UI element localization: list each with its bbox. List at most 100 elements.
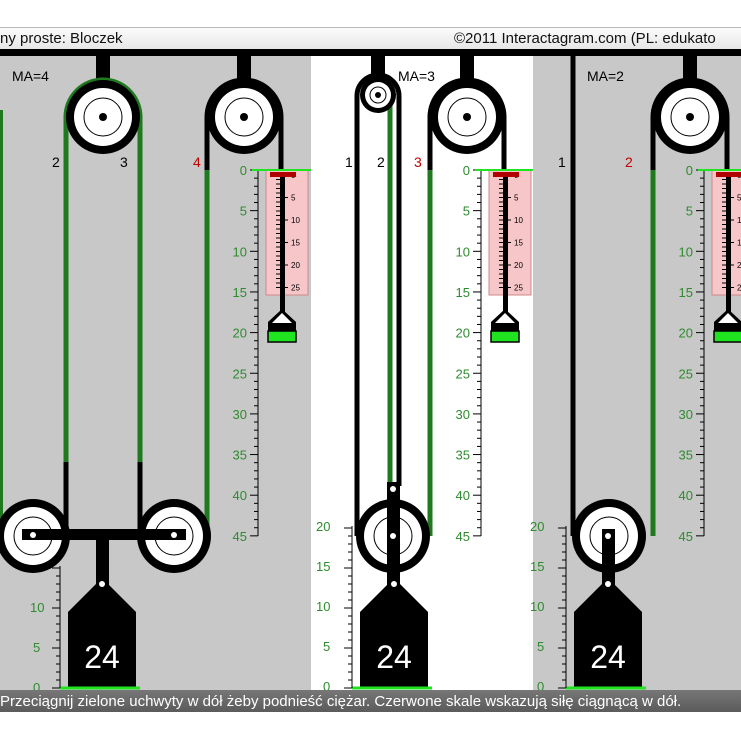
- pull-scale-label: 25: [456, 366, 470, 381]
- pull-handle[interactable]: [267, 330, 297, 343]
- pull-scale-label: 35: [233, 448, 247, 463]
- ceiling-beam: [0, 49, 741, 56]
- panel-ma2-label: MA=2: [587, 68, 624, 84]
- panel-ma3-background: [311, 56, 533, 690]
- lift-scale-label: 5: [537, 639, 544, 654]
- panel-ma2-background: [533, 56, 741, 690]
- pull-handle[interactable]: [490, 330, 520, 343]
- bottom-strip: [0, 712, 741, 741]
- weight-value: 24: [376, 639, 412, 675]
- pull-scale-label: 10: [456, 244, 470, 259]
- pulley-wheel: [207, 80, 281, 154]
- spring-indicator: [716, 172, 741, 177]
- rope-number: 3: [120, 154, 128, 170]
- rope-number: 3: [414, 154, 422, 170]
- rope-number: 4: [193, 154, 201, 170]
- lift-scale: [344, 526, 353, 689]
- pull-scale-label: 10: [679, 244, 693, 259]
- spring-scale-label: 25: [514, 284, 523, 293]
- spring-scale-label: 20: [737, 261, 741, 270]
- weight-hanger: [96, 529, 109, 585]
- instruction-bar: Przeciągnij zielone uchwyty w dół żeby p…: [0, 690, 741, 712]
- pull-scale-label: 20: [679, 326, 693, 341]
- pulley-wheel: [653, 80, 727, 154]
- lift-scale: [52, 566, 61, 689]
- weight-hanger: [602, 529, 615, 585]
- title-bar: ny proste: Bloczek ©2011 Interactagram.c…: [0, 27, 741, 50]
- weight-block: [68, 578, 136, 688]
- rope-number: 2: [52, 154, 60, 170]
- pulley-stage: MA=4: [0, 56, 741, 690]
- lift-scale-label: 10: [316, 599, 330, 614]
- spring-indicator: [493, 172, 519, 177]
- panel-ma4-background: [0, 56, 311, 690]
- pull-scale-label: 25: [679, 366, 693, 381]
- lift-scale-label: 0: [537, 679, 544, 690]
- pull-scale-label: 15: [233, 285, 247, 300]
- spring-scale-label: 15: [291, 239, 300, 248]
- instruction-text: Przeciągnij zielone uchwyty w dół żeby p…: [0, 693, 682, 710]
- rope-number: 2: [625, 154, 633, 170]
- pull-scale-label: 45: [456, 529, 470, 544]
- lift-scale-label: 10: [30, 600, 44, 615]
- pull-scale-label: 40: [233, 488, 247, 503]
- spring-scale: [488, 169, 532, 296]
- panel-ma4-label: MA=4: [12, 68, 49, 84]
- weight-value: 24: [84, 639, 120, 675]
- spring-indicator: [270, 172, 296, 177]
- pull-scale-label: 20: [456, 326, 470, 341]
- panel-ma2: MA=2 1 2 24 20 15 10 5 0: [530, 56, 741, 690]
- spring-scale-label: 5: [291, 194, 296, 203]
- spring-scale-label: 5: [737, 194, 741, 203]
- spring-scale-label: 5: [514, 194, 519, 203]
- spring-scale-label: 15: [737, 239, 741, 248]
- spring-rod: [503, 172, 508, 312]
- lift-scale-label: 15: [530, 559, 544, 574]
- lift-scale-label: 20: [316, 519, 330, 534]
- spring-scale-label: 15: [514, 239, 523, 248]
- pull-scale-label: 40: [679, 488, 693, 503]
- rope-number: 1: [558, 154, 566, 170]
- pulley-wheel: [360, 77, 396, 113]
- pull-scale-label: 15: [679, 285, 693, 300]
- spring-scale-label: 20: [291, 261, 300, 270]
- panel-ma3: MA=3 1 2 3: [316, 56, 533, 690]
- pull-scale-label: 30: [679, 407, 693, 422]
- pull-scale-label: 30: [233, 407, 247, 422]
- pull-scale-label: 5: [686, 204, 693, 219]
- rope-number: 2: [377, 154, 385, 170]
- lift-scale: [558, 526, 567, 689]
- app-title: ny proste: Bloczek: [0, 30, 123, 47]
- spring-scale-label: 20: [514, 261, 523, 270]
- spring-scale-label: 10: [737, 216, 741, 225]
- rope-number: 1: [345, 154, 353, 170]
- spring-rod: [280, 172, 285, 312]
- pull-scale-label: 45: [679, 529, 693, 544]
- panel-ma3-label: MA=3: [398, 68, 435, 84]
- panel-ma4: MA=4: [0, 56, 311, 690]
- pull-handle[interactable]: [713, 330, 741, 343]
- pull-scale-label: 40: [456, 488, 470, 503]
- pull-scale-label: 35: [679, 448, 693, 463]
- pull-scale-label: 0: [463, 163, 470, 178]
- spring-scale-label: 10: [514, 216, 523, 225]
- pull-scale-label: 20: [233, 326, 247, 341]
- pulley-wheel: [66, 80, 140, 154]
- pull-scale-label: 25: [233, 366, 247, 381]
- spring-scale: [265, 169, 309, 296]
- pull-scale-label: 0: [240, 163, 247, 178]
- copyright-label: ©2011 Interactagram.com (PL: edukato: [454, 30, 716, 47]
- rope-segment: [354, 72, 402, 536]
- pull-scale-label: 30: [456, 407, 470, 422]
- spring-scale-label: 10: [291, 216, 300, 225]
- lift-scale-label: 15: [316, 559, 330, 574]
- spring-rod: [726, 172, 731, 312]
- pull-scale-label: 35: [456, 448, 470, 463]
- lift-scale-label: 5: [33, 640, 40, 655]
- pull-scale-label: 15: [456, 285, 470, 300]
- weight-block: [574, 578, 642, 688]
- lift-scale-label: 0: [323, 679, 330, 690]
